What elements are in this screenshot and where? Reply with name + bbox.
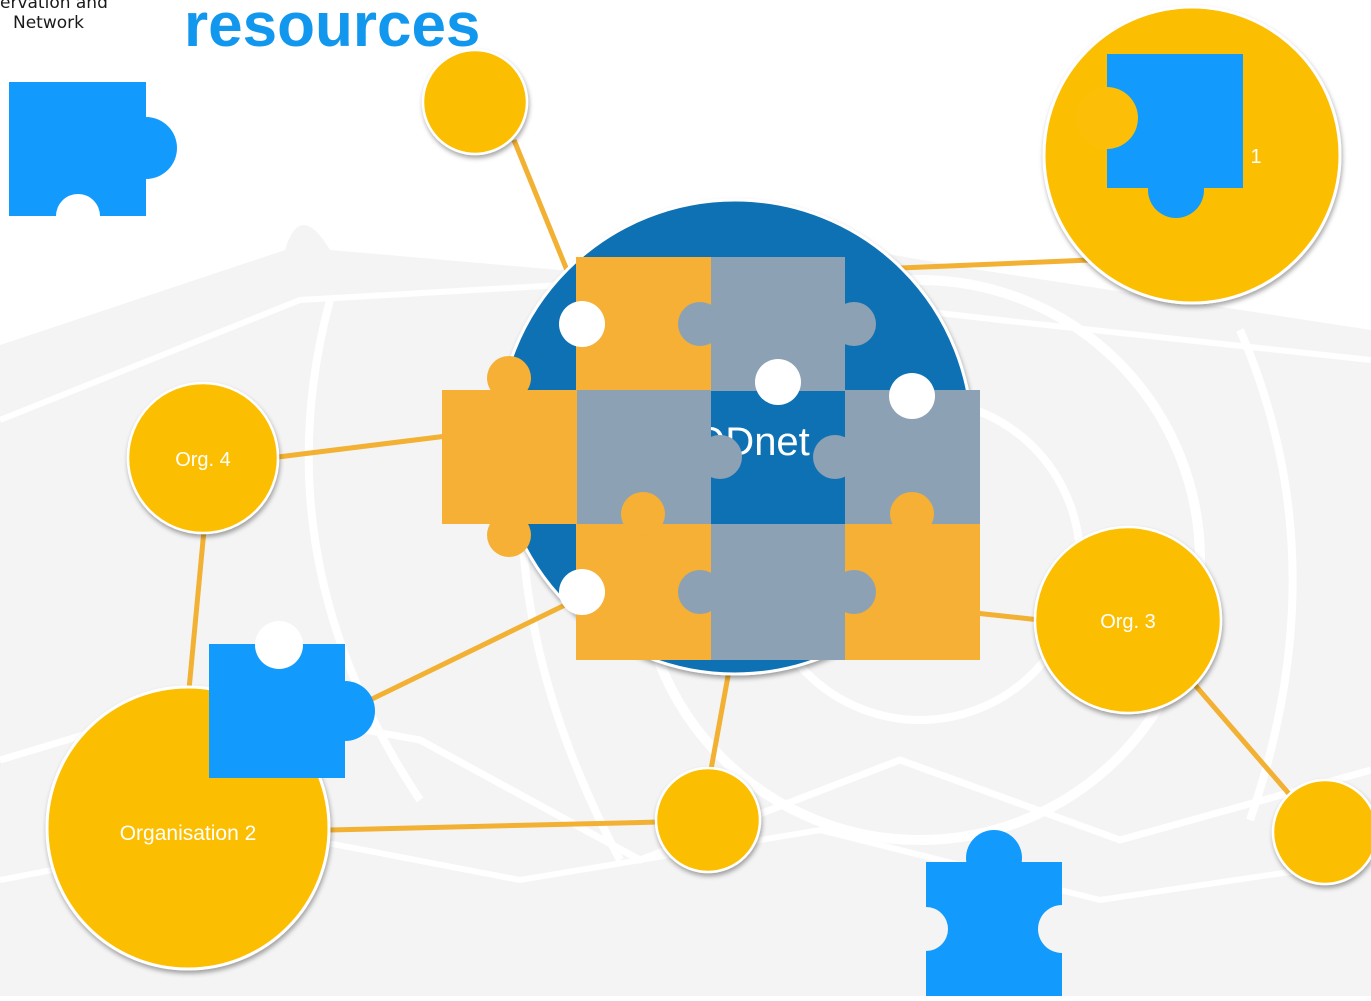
org3-label: Org. 3: [1100, 611, 1156, 633]
org-nodes: 1 Org. 4 Org. 3 Organisation 2: [45, 5, 1371, 971]
blue-puzzle-pieces: [9, 54, 1243, 996]
link-org2-bottom-node: [329, 819, 661, 833]
link-hub-puzzle: [368, 602, 567, 703]
link-org4-org2: [185, 529, 207, 701]
right-node: [1271, 778, 1371, 886]
puzzle-piece: [442, 390, 577, 524]
link-org4-hub: [277, 432, 456, 460]
link-org3-right-node: [1193, 683, 1292, 797]
puzzle-piece-org1: [1076, 54, 1243, 218]
org4-label: Org. 4: [175, 449, 231, 471]
puzzle-piece-lower-left: [209, 621, 375, 778]
bottom-node: [654, 766, 762, 874]
logo-line-1: ervation and: [0, 0, 108, 13]
link-org1-hub: [899, 257, 1091, 271]
link-hub-org3: [974, 610, 1041, 623]
org1-label: 1: [1250, 146, 1261, 168]
org3-node: [1033, 525, 1223, 715]
page-title: resources: [184, 0, 481, 60]
puzzle-grid: [442, 257, 980, 660]
link-hub-bottom-node: [707, 664, 733, 776]
top-node: [421, 48, 529, 156]
puzzle-piece: [711, 524, 845, 660]
link-top-node-hub: [511, 139, 578, 291]
puzzle-piece-top-left: [9, 82, 177, 238]
org4-node: [126, 381, 280, 535]
org2-label: Organisation 2: [120, 822, 257, 845]
puzzle-piece-bottom: [904, 830, 1086, 996]
links: [185, 139, 1292, 833]
logo-line-2: Network: [13, 13, 84, 33]
